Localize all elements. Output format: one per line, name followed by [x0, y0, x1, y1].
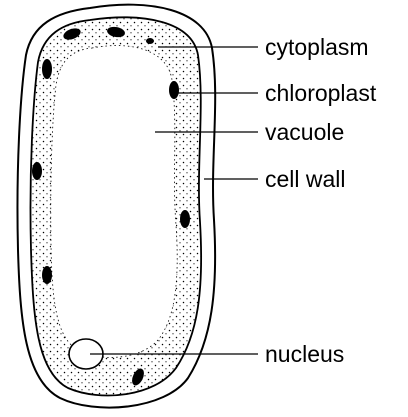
label-cell-wall: cell wall — [265, 166, 346, 192]
chloroplast-8 — [42, 266, 52, 284]
label-chloroplast: chloroplast — [265, 80, 377, 106]
vacuole-region — [51, 46, 177, 358]
chloroplast-3 — [146, 38, 154, 44]
label-nucleus: nucleus — [265, 341, 344, 367]
label-vacuole: vacuole — [265, 119, 344, 145]
chloroplast-6 — [32, 162, 42, 180]
chloroplast-5 — [169, 81, 179, 99]
label-cytoplasm: cytoplasm — [265, 34, 369, 60]
chloroplast-7 — [180, 210, 190, 228]
chloroplast-4 — [42, 59, 52, 79]
